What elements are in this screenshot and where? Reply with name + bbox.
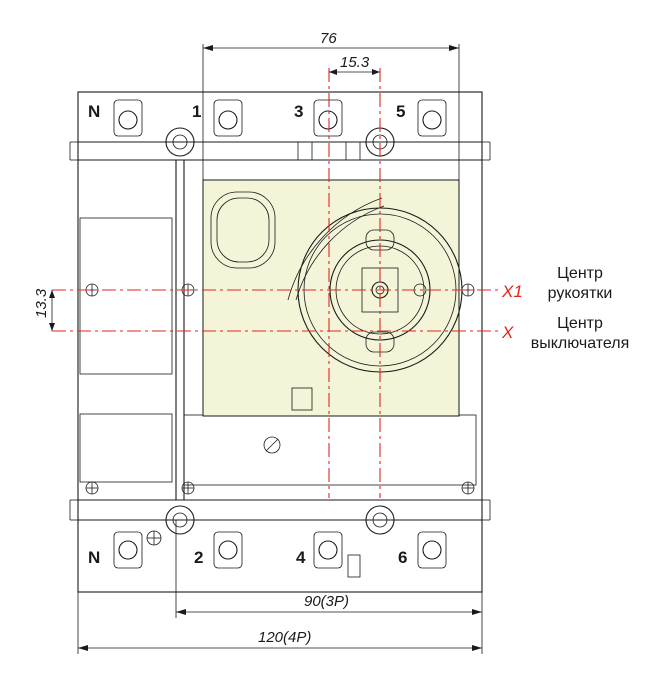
breaker-center-note-line1: Центр bbox=[557, 315, 603, 332]
terminal-label-top: N bbox=[88, 102, 100, 121]
dimension-width-4p: 120(4P) bbox=[258, 629, 311, 646]
terminal-lug-icon bbox=[313, 99, 343, 137]
axis-label-x: X bbox=[501, 323, 514, 342]
terminal-lug-icon bbox=[417, 99, 447, 137]
dimension-lines bbox=[49, 44, 483, 654]
dimension-width-3p: 90(3P) bbox=[304, 593, 349, 610]
mounting-screws bbox=[85, 127, 475, 546]
center-axes bbox=[52, 68, 500, 498]
terminal-label-bottom: 6 bbox=[398, 548, 407, 567]
screw-icon bbox=[461, 481, 475, 495]
dimension-offset-top: 15.3 bbox=[340, 54, 370, 71]
terminal-label-top: 1 bbox=[192, 102, 201, 121]
screw-icon bbox=[146, 530, 162, 546]
terminal-label-top: 5 bbox=[396, 102, 405, 121]
screw-icon bbox=[165, 505, 195, 535]
terminal-label-bottom: 2 bbox=[194, 548, 203, 567]
terminal-labels: N 1 3 5 N 2 4 6 bbox=[88, 102, 407, 567]
dimension-offset-left: 13.3 bbox=[33, 288, 50, 318]
handle-center-note-line1: Центр bbox=[557, 265, 603, 282]
terminal-label-bottom: N bbox=[88, 548, 100, 567]
terminal-lug-icon bbox=[213, 99, 243, 137]
screw-icon bbox=[365, 505, 395, 535]
screw-icon bbox=[181, 481, 195, 495]
terminal-lug-icon bbox=[213, 531, 243, 569]
dimension-width-top: 76 bbox=[320, 30, 337, 47]
screw-icon bbox=[85, 481, 99, 495]
screw-icon bbox=[165, 127, 195, 157]
axis-label-x1: X1 bbox=[501, 282, 523, 301]
terminal-lug-icon bbox=[113, 531, 143, 569]
breaker-center-note-line2: выключателя bbox=[531, 335, 630, 352]
handle-center-note-line2: рукоятки bbox=[548, 285, 613, 302]
terminal-label-top: 3 bbox=[294, 102, 303, 121]
terminal-lugs bbox=[113, 99, 447, 569]
terminal-lug-icon bbox=[417, 531, 447, 569]
terminal-label-bottom: 4 bbox=[296, 548, 306, 567]
terminal-lug-icon bbox=[313, 531, 343, 569]
screw-icon bbox=[263, 436, 281, 454]
center-notes: Центр рукоятки Центр выключателя bbox=[531, 265, 630, 352]
terminal-lug-icon bbox=[113, 99, 143, 137]
